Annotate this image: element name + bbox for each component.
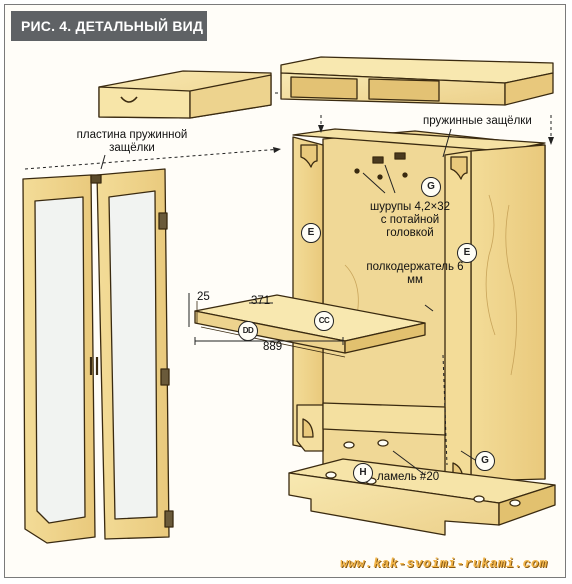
figure-title: РИС. 4. ДЕТАЛЬНЫЙ ВИД	[11, 11, 207, 41]
label-lamella: ламель #20	[377, 471, 440, 483]
part-marker-cc: CC	[314, 311, 334, 331]
part-marker-g-top: G	[421, 177, 441, 197]
cabinet-case	[292, 128, 546, 482]
label-spring-latch-plate: пластина пружинной защёлки	[67, 129, 197, 155]
exploded-view-drawing	[22, 56, 556, 544]
dimension-thickness: 25	[197, 291, 210, 303]
cabinet-top	[280, 56, 554, 106]
label-shelf-support-text: полкодержатель 6 мм	[366, 261, 464, 286]
label-shelf-support: полкодержатель 6 мм	[357, 261, 473, 287]
arrow-heads	[273, 125, 554, 153]
doors	[22, 168, 174, 544]
drawer	[98, 70, 272, 119]
watermark-url: www.kak-svoimi-rukami.com	[340, 556, 548, 571]
label-screws-text: шурупы 4,2×32 с потайной головкой	[369, 201, 451, 239]
figure-frame: РИС. 4. ДЕТАЛЬНЫЙ ВИД пластина пружинной…	[4, 4, 566, 578]
label-spring-latch-plate-text: пластина пружинной защёлки	[76, 129, 188, 154]
part-marker-h: H	[353, 463, 373, 483]
label-spring-latches: пружинные защёлки	[423, 115, 532, 127]
part-marker-g-bottom: G	[475, 451, 495, 471]
dimension-length: 889	[263, 341, 283, 353]
label-screws: шурупы 4,2×32 с потайной головкой	[369, 201, 451, 240]
part-marker-e-left: E	[301, 223, 321, 243]
part-marker-dd: DD	[238, 321, 258, 341]
shelf	[194, 294, 426, 358]
part-marker-e-right: E	[457, 243, 477, 263]
dimension-depth: 371	[251, 295, 271, 307]
